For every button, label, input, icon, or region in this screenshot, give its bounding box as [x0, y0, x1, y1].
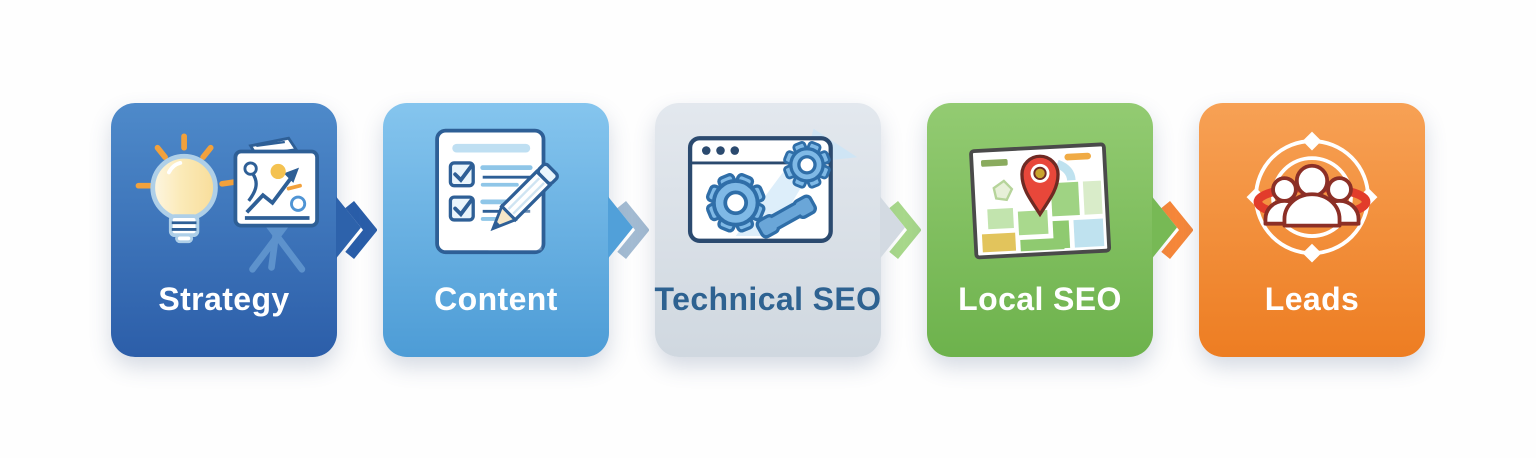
- map-pin-icon: [969, 142, 1112, 260]
- flow-connector-2: [609, 103, 655, 357]
- step-card-strategy: Strategy: [111, 103, 361, 357]
- step-card-technical-seo: Technical SEO: [654, 103, 905, 357]
- step-label-technical-seo: Technical SEO: [654, 281, 882, 317]
- flow-connector-4: [1153, 103, 1199, 357]
- browser-gears-wrench-icon: [687, 128, 858, 243]
- audience-target-icon: [1246, 131, 1378, 263]
- flow-connector-1: [337, 103, 383, 357]
- technical-seo-icon-wrap: [672, 123, 864, 275]
- step-card-local-seo: Local SEO: [927, 103, 1177, 357]
- step-label-strategy: Strategy: [158, 281, 290, 317]
- step-label-leads: Leads: [1264, 281, 1360, 317]
- step-label-local-seo: Local SEO: [958, 281, 1122, 317]
- chevron-right-icon: [345, 201, 377, 259]
- flow-connector-3: [881, 103, 927, 357]
- chevron-right-icon: [617, 201, 649, 259]
- flow-row: Strategy: [0, 103, 1536, 357]
- step-label-content: Content: [434, 281, 558, 317]
- local-seo-icon-wrap: [944, 123, 1136, 275]
- step-card-content: Content: [383, 103, 633, 357]
- checklist-pencil-icon: [435, 128, 559, 255]
- chevron-right-icon: [889, 201, 921, 259]
- lightbulb-chart-presentation-icon: [135, 133, 319, 273]
- step-card-leads: Leads: [1199, 103, 1425, 357]
- content-icon-wrap: [400, 123, 592, 275]
- leads-icon-wrap: [1216, 123, 1408, 275]
- chevron-right-icon: [1161, 201, 1193, 259]
- strategy-icon-wrap: [128, 123, 320, 275]
